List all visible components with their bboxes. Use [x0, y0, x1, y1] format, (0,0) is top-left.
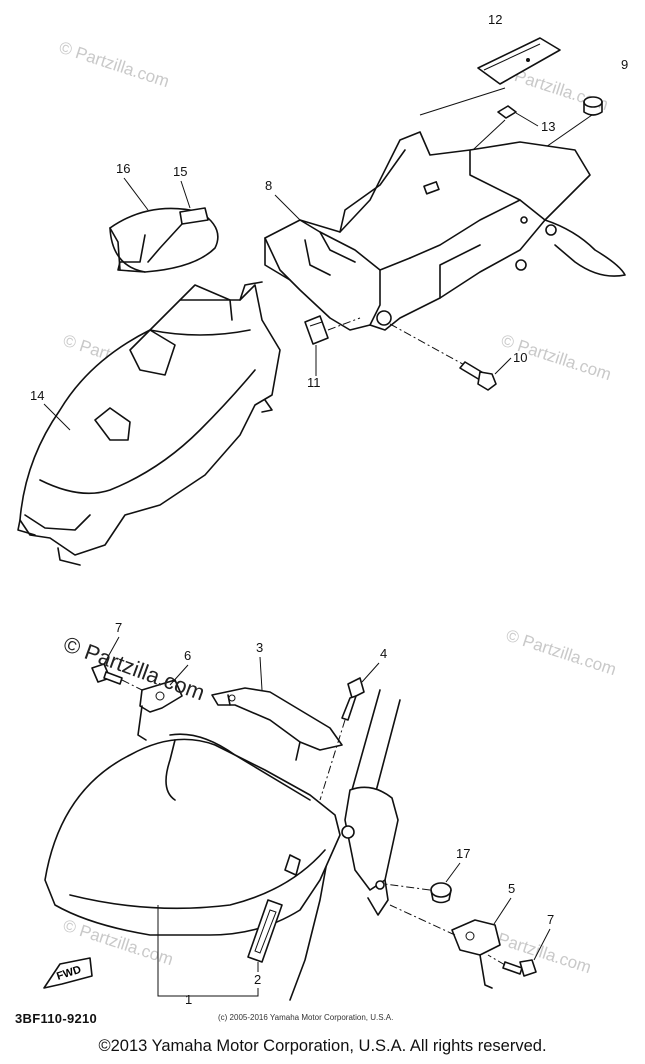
- callout-9: 9: [621, 57, 628, 72]
- callouts-top: 12 9 13 16 15 8 10 11 14: [30, 12, 628, 431]
- part-15-band: [117, 207, 209, 273]
- part-12-plate: [477, 37, 561, 85]
- callout-13: 13: [541, 119, 555, 134]
- footer-copyright: ©2013 Yamaha Motor Corporation, U.S.A. A…: [98, 1037, 547, 1055]
- part-7-bolt-left: [91, 663, 143, 691]
- part-1-front-fender: [44, 733, 341, 936]
- callout-12: 12: [488, 12, 502, 27]
- callout-7: 7: [115, 620, 122, 635]
- callout-4: 4: [380, 646, 387, 661]
- callout-10: 10: [513, 350, 527, 365]
- part-7-bolt-right: [487, 954, 537, 977]
- callout-6: 6: [184, 648, 191, 663]
- callout-8: 8: [265, 178, 272, 193]
- callout-7: 7: [547, 912, 554, 927]
- callout-2: 2: [254, 972, 261, 987]
- callout-11: 11: [307, 375, 321, 390]
- callout-1: 1: [185, 992, 192, 1007]
- fwd-arrow-icon: FWD: [43, 957, 93, 989]
- callout-17: 17: [456, 846, 470, 861]
- part-11-clip: [304, 315, 361, 345]
- callout-14: 14: [30, 388, 44, 403]
- part-14-inner-fender: [17, 281, 281, 566]
- part-4-bolt: [319, 677, 365, 801]
- callouts-bottom: 7 6 3 4 17 5 7 2 1: [103, 620, 554, 1007]
- fork-tube: [289, 689, 401, 1001]
- part-10-bolt: [389, 323, 497, 391]
- part-13-nut: [497, 105, 517, 119]
- callout-15: 15: [173, 164, 187, 179]
- part-5-bracket: [389, 904, 501, 989]
- callout-16: 16: [116, 161, 130, 176]
- callout-3: 3: [256, 640, 263, 655]
- part-8-rear-fender: [264, 131, 626, 331]
- part-17-grommet: [384, 882, 452, 904]
- diagram-code: 3BF110-9210: [15, 1011, 98, 1026]
- part-3-bracket: [211, 687, 343, 761]
- part-16-cover: [109, 207, 219, 273]
- part-9-grommet: [583, 96, 603, 116]
- watermark: © Partzilla.com: [504, 626, 619, 679]
- watermark: © Partzilla.com: [57, 38, 172, 91]
- partzilla-watermark: © Partzilla.com: [60, 631, 208, 705]
- callout-5: 5: [508, 881, 515, 896]
- inner-copyright: (c) 2005-2016 Yamaha Motor Corporation, …: [218, 1013, 394, 1022]
- part-2-reflector: [247, 899, 283, 963]
